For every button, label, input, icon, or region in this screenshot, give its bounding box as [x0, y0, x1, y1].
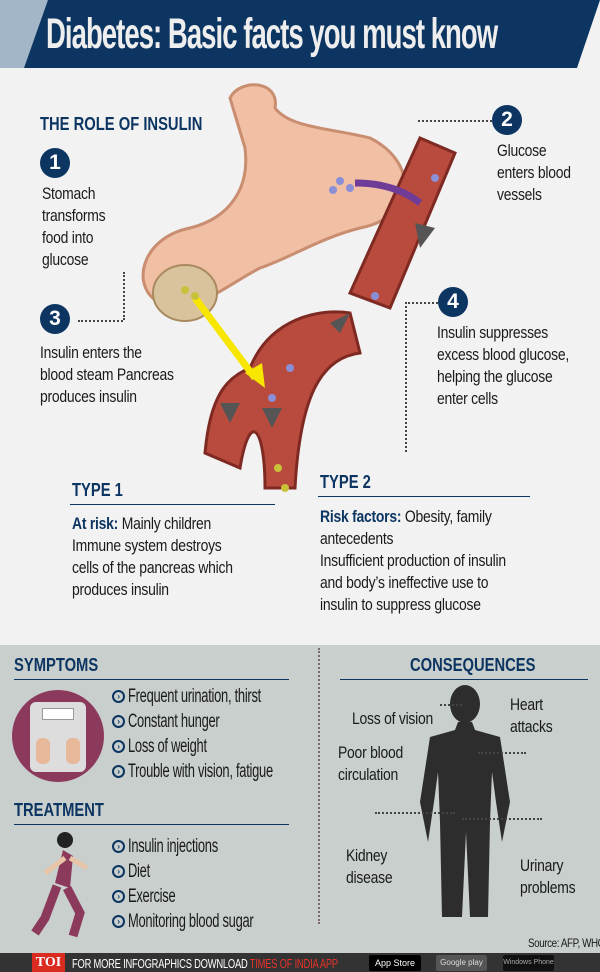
symptoms-rule	[14, 679, 289, 680]
section-divider	[318, 648, 320, 924]
purple-arrow	[354, 179, 423, 206]
vision-connector	[440, 704, 462, 706]
type2-rule	[318, 496, 530, 497]
connector-3-v	[123, 272, 125, 320]
arrow-circle-icon: ›	[112, 715, 125, 728]
type2-heading: TYPE 2	[320, 472, 371, 492]
runner-icon	[31, 832, 89, 938]
windows-phone-badge[interactable]: Windows Phone	[503, 955, 554, 971]
digestion-illustration	[141, 83, 457, 492]
treatment-rule	[14, 824, 289, 825]
arrow-circle-icon: ›	[112, 740, 125, 753]
symptom-item: ›Frequent urination, thirst	[112, 684, 302, 709]
connector-3	[78, 320, 123, 322]
symptom-item: ›Loss of weight	[112, 734, 302, 759]
heart-connector	[478, 752, 526, 754]
treatment-item: ›Exercise	[112, 884, 302, 909]
step-1-number: 1	[40, 148, 70, 178]
connector-2	[418, 120, 492, 122]
urinary-connector	[462, 818, 542, 820]
app-store-badge[interactable]: App Store	[369, 955, 421, 971]
connector-4-v	[405, 302, 407, 452]
treatment-list: ›Insulin injections ›Diet ›Exercise ›Mon…	[112, 834, 302, 934]
role-heading: THE ROLE OF INSULIN	[40, 114, 203, 134]
treatment-item: ›Insulin injections	[112, 834, 302, 859]
yellow-arrow-head	[245, 363, 265, 388]
arrow-circle-icon: ›	[112, 890, 125, 903]
kidney-connector	[375, 812, 455, 814]
source-note: Source: AFP, WHO	[528, 936, 600, 950]
type1-rule	[70, 504, 275, 505]
title-banner	[24, 0, 600, 68]
step-3-number: 3	[40, 304, 70, 334]
glucose-dots-purple	[268, 174, 439, 402]
symptoms-heading: SYMPTOMS	[14, 655, 99, 675]
step-4-number: 4	[438, 287, 468, 317]
arrow-circle-icon: ›	[112, 765, 125, 778]
symptoms-list: ›Frequent urination, thirst ›Constant hu…	[112, 684, 302, 784]
stomach	[141, 83, 407, 309]
treatment-heading: TREATMENT	[14, 800, 104, 820]
consequences-rule	[340, 679, 588, 680]
blood-vessel-upper	[347, 136, 457, 310]
arrow-circle-icon: ›	[112, 840, 125, 853]
step-2-number: 2	[492, 105, 522, 135]
scale-icon	[12, 690, 104, 782]
arrow-circle-icon: ›	[112, 865, 125, 878]
symptom-item: ›Trouble with vision, fatigue	[112, 759, 302, 784]
arrow-circle-icon: ›	[112, 690, 125, 703]
symptom-item: ›Constant hunger	[112, 709, 302, 734]
page-title: Diabetes: Basic facts you must know	[46, 10, 498, 58]
blood-vessel-lower	[203, 310, 362, 490]
connector-4	[405, 302, 438, 304]
loss-of-vision-label: Loss of vision	[352, 709, 434, 728]
arrow-circle-icon: ›	[112, 915, 125, 928]
footer-text: FOR MORE INFOGRAPHICS DOWNLOAD TIMES OF …	[72, 956, 338, 971]
glucose-dots-yellow	[181, 286, 289, 492]
yellow-arrow	[192, 295, 258, 381]
flow-arrows	[220, 223, 435, 428]
treatment-item: ›Monitoring blood sugar	[112, 909, 302, 934]
consequences-heading: CONSEQUENCES	[410, 655, 536, 675]
toi-logo: TOI	[32, 953, 65, 972]
type1-heading: TYPE 1	[72, 480, 123, 500]
treatment-item: ›Diet	[112, 859, 302, 884]
google-play-badge[interactable]: Google play	[436, 955, 487, 971]
